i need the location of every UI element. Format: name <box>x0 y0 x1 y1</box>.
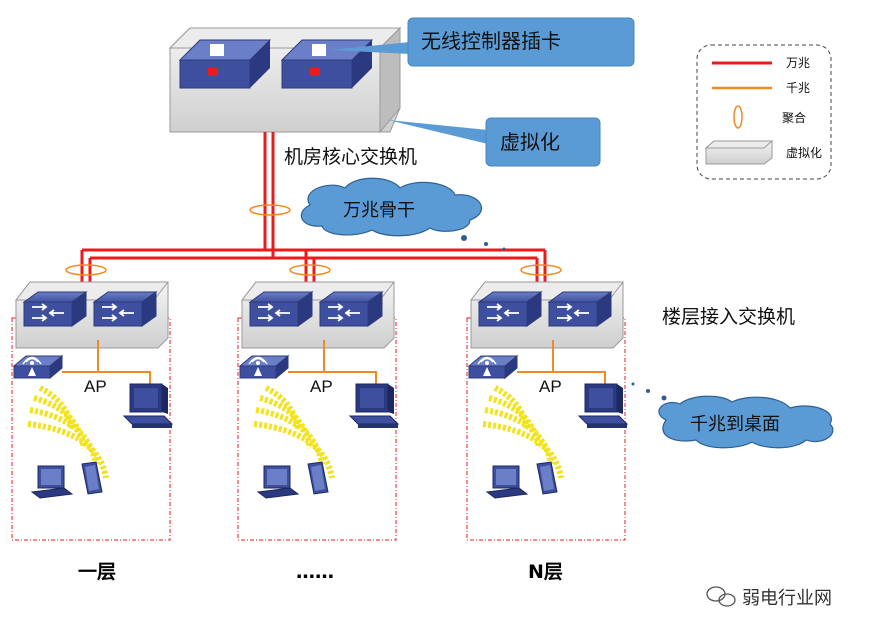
floor-boundary <box>237 317 397 541</box>
wechat-icon <box>706 586 736 607</box>
access-switch <box>469 281 625 349</box>
ap-label: AP <box>84 377 107 396</box>
core-switch-label: 机房核心交换机 <box>284 146 417 168</box>
laptop-icon <box>257 465 299 499</box>
legend-ten-gig-label: 万兆 <box>786 56 810 70</box>
virtualization-callout-text: 虚拟化 <box>500 130 560 154</box>
tablet-icon <box>307 461 329 495</box>
core-switch <box>168 26 402 134</box>
laptop-icon <box>486 465 528 499</box>
switch-module-icon <box>249 291 313 327</box>
access-switch <box>14 281 170 349</box>
switch-module-icon <box>23 291 87 327</box>
backbone-cloud-text: 万兆骨干 <box>343 200 415 221</box>
ten-gig-links <box>80 132 547 285</box>
laptop-icon <box>31 465 73 499</box>
floor-groups: AP 一层 AP …… AP N层 <box>11 281 628 583</box>
desktop-cloud-text: 千兆到桌面 <box>690 414 780 435</box>
floor-name-label: N层 <box>528 561 563 583</box>
controller-card-icon <box>178 39 272 89</box>
tablet-icon <box>81 461 103 495</box>
access-switch <box>240 281 396 349</box>
legend-aggregation-swatch <box>733 105 743 129</box>
aggregation-ellipse <box>520 264 562 276</box>
legend-gig-label: 千兆 <box>786 81 810 95</box>
legend: 万兆 千兆 聚合 虚拟化 <box>696 44 832 180</box>
switch-module-icon <box>93 291 157 327</box>
virtualization-callout: 虚拟化 <box>388 117 601 167</box>
floor-group: AP <box>11 281 173 541</box>
floor-name-label: …… <box>296 561 334 583</box>
watermark-text: 弱电行业网 <box>742 588 832 609</box>
access-point-icon <box>468 355 518 379</box>
watermark: 弱电行业网 <box>706 586 832 609</box>
desktop-pc-icon <box>578 383 628 429</box>
desktop-pc-icon <box>123 383 173 429</box>
aggregation-markers <box>65 204 562 276</box>
ap-label: AP <box>539 377 562 396</box>
floor-boundary <box>466 317 626 541</box>
legend-virtualization-swatch <box>704 140 774 165</box>
access-point-icon <box>13 355 63 379</box>
switch-module-icon <box>478 291 542 327</box>
aggregation-ellipse <box>65 264 107 276</box>
legend-aggregation-label: 聚合 <box>782 110 806 125</box>
legend-virtualization-label: 虚拟化 <box>786 146 822 160</box>
ap-label: AP <box>310 377 333 396</box>
floor-group: AP <box>237 281 399 541</box>
access-point-icon <box>239 355 289 379</box>
floor-group: AP <box>466 281 628 541</box>
controller-card-callout-text: 无线控制器插卡 <box>421 29 561 53</box>
controller-card-icon <box>280 39 374 89</box>
tablet-icon <box>536 461 558 495</box>
floor-boundary <box>11 317 171 541</box>
switch-module-icon <box>548 291 612 327</box>
backbone-cloud: 万兆骨干 <box>300 177 506 251</box>
aggregation-ellipse <box>289 264 331 276</box>
controller-card-callout: 无线控制器插卡 <box>330 17 635 67</box>
desktop-cloud: 千兆到桌面 <box>631 382 834 449</box>
access-switch-label: 楼层接入交换机 <box>662 306 795 328</box>
aggregation-ellipse <box>249 204 291 216</box>
switch-module-icon <box>319 291 383 327</box>
floor-name-label: 一层 <box>78 561 116 583</box>
desktop-pc-icon <box>349 383 399 429</box>
